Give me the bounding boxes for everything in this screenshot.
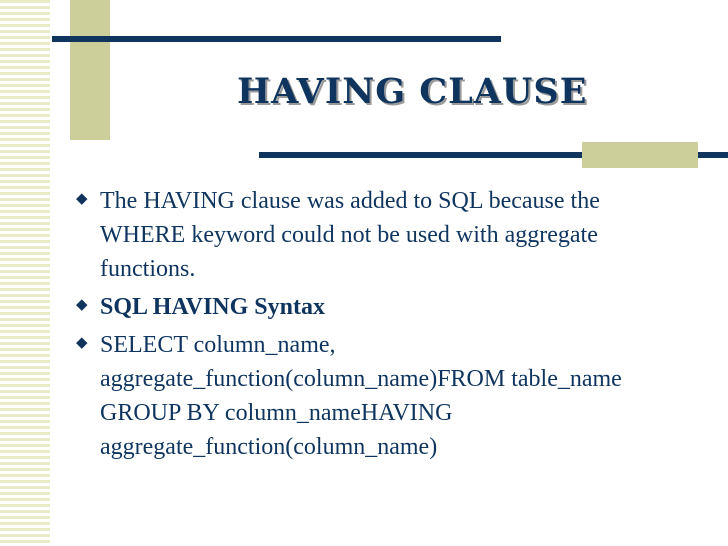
diamond-bullet-icon: ◆ (76, 297, 88, 313)
diamond-bullet-icon: ◆ (76, 335, 88, 351)
bullet-text: The HAVING clause was added to SQL becau… (100, 188, 600, 282)
bullet-text: SQL HAVING Syntax (100, 294, 325, 320)
title-rule-bottom (259, 152, 728, 158)
bullet-list: ◆ The HAVING clause was added to SQL bec… (76, 184, 676, 468)
bullet-item: ◆ SQL HAVING Syntax (76, 290, 676, 324)
bullet-item: ◆ SELECT column_name, aggregate_function… (76, 328, 676, 464)
left-striped-margin (0, 0, 50, 546)
diamond-bullet-icon: ◆ (76, 191, 88, 207)
title-rule-top (52, 36, 501, 42)
bullet-item: ◆ The HAVING clause was added to SQL bec… (76, 184, 676, 286)
accent-block-bottom (582, 142, 698, 168)
bullet-text: SELECT column_name, aggregate_function(c… (100, 332, 622, 460)
slide-title: HAVING CLAUSE (237, 71, 588, 112)
accent-block-top (70, 0, 110, 140)
